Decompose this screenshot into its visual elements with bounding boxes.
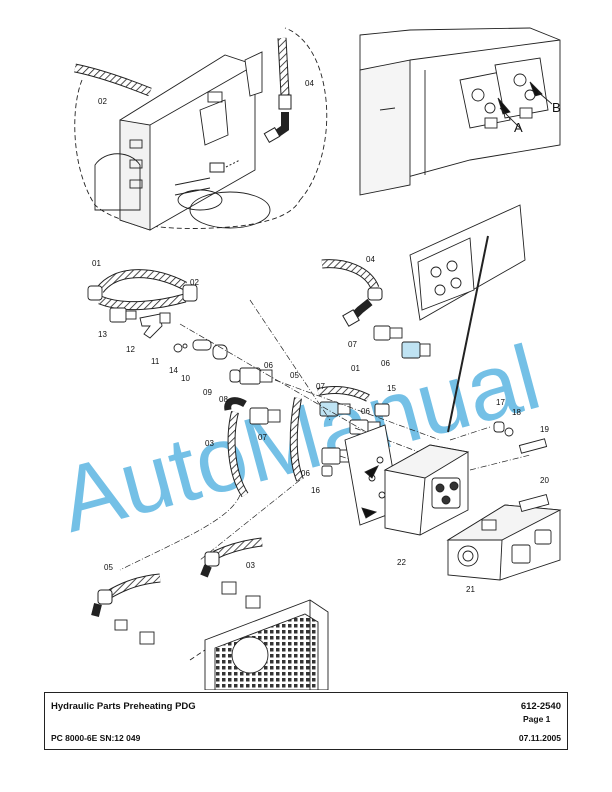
callout-06: 06 <box>381 359 390 368</box>
callout-20: 20 <box>540 476 549 485</box>
valve-assembly <box>446 504 562 581</box>
callout-21: 21 <box>466 585 475 594</box>
hose-04 <box>321 259 383 327</box>
hose-01 <box>96 269 188 294</box>
callout-02: 02 <box>98 97 107 106</box>
watermark-text: AutoManual <box>49 326 550 552</box>
callout-19: 19 <box>540 425 549 434</box>
callout-04: 04 <box>366 255 375 264</box>
view-letter-b: B <box>552 100 561 115</box>
hose-03-main <box>227 411 249 498</box>
model-serial-number: PC 8000-6E SN:12 049 <box>51 733 141 743</box>
connection-lines <box>119 299 531 571</box>
callout-11: 11 <box>151 357 160 366</box>
callout-07: 07 <box>258 433 267 442</box>
title-block: Hydraulic Parts Preheating PDG 612-2540 … <box>44 692 568 750</box>
valve-block-inset <box>359 27 561 196</box>
frame-inset-drawing <box>74 27 328 231</box>
hose-end-fittings <box>87 284 198 302</box>
callout-01: 01 <box>351 364 360 373</box>
callout-18: 18 <box>512 408 521 417</box>
hose-04-inset <box>263 37 292 144</box>
callout-13: 13 <box>98 330 107 339</box>
callout-15: 15 <box>387 384 396 393</box>
mounting-bracket <box>409 204 526 433</box>
hose-02-inset <box>74 63 152 97</box>
callout-09: 09 <box>203 388 212 397</box>
hose-01-main <box>317 386 370 402</box>
oil-cooler <box>189 599 329 690</box>
callout-08: 08 <box>219 395 228 404</box>
exploded-parts-diagram: AutoManual <box>49 27 562 690</box>
callout-22: 22 <box>397 558 406 567</box>
document-number: 612-2540 <box>520 701 561 712</box>
callout-12: 12 <box>126 345 135 354</box>
hose-05-main <box>289 397 304 482</box>
manifold-block <box>383 444 470 536</box>
page-number: Page 1 <box>523 714 551 724</box>
callout-05: 05 <box>104 563 113 572</box>
callout-05: 05 <box>290 371 299 380</box>
callout-03: 03 <box>246 561 255 570</box>
hose-02 <box>98 293 187 311</box>
callout-06: 06 <box>301 469 310 478</box>
document-date: 07.11.2005 <box>518 733 561 743</box>
callout-10: 10 <box>181 374 190 383</box>
callout-01: 01 <box>92 259 101 268</box>
hose-05-lower <box>91 573 161 617</box>
callout-06: 06 <box>361 407 370 416</box>
callout-07: 07 <box>316 382 325 391</box>
view-letter-a: A <box>514 120 523 135</box>
fitting-inset-small <box>209 159 241 173</box>
callout-06: 06 <box>264 361 273 370</box>
callout-17: 17 <box>496 398 505 407</box>
hose-03-lower <box>200 537 263 578</box>
callout-14: 14 <box>169 366 178 375</box>
lower-fittings <box>114 581 261 645</box>
callout-02: 02 <box>190 278 199 287</box>
callout-04: 04 <box>305 79 314 88</box>
hose-08-elbow <box>224 397 247 411</box>
callout-07: 07 <box>348 340 357 349</box>
document-title: Hydraulic Parts Preheating PDG <box>51 701 196 712</box>
callout-16: 16 <box>311 486 320 495</box>
callout-labels: 02 04 01 02 04 13 12 11 14 10 07 06 06 0… <box>92 79 549 594</box>
callout-03: 03 <box>205 439 214 448</box>
fittings-chain <box>109 307 431 477</box>
bolt-hardware <box>493 421 550 513</box>
